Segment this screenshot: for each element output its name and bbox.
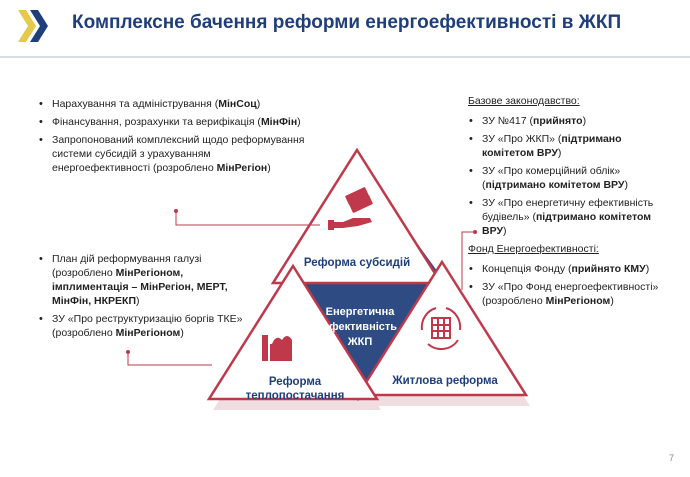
connector-bottom-left — [127, 352, 212, 366]
left-label-line2: теплопостачання — [245, 390, 345, 402]
left-label-line1: Реформа — [268, 376, 322, 388]
center-triangle — [290, 275, 440, 392]
center-label: Енергетична ефективність ЖКП — [310, 305, 410, 350]
slide-header: Комплексне бачення реформи енергоефектив… — [0, 0, 690, 58]
list-item: ЗУ «Про Фонд енергоефективності» (розроб… — [468, 280, 673, 308]
left-top-list: Нарахування та адміністрування (МінСоц) … — [38, 97, 308, 179]
left-triangle-label: Реформа теплопостачання — [240, 375, 350, 403]
center-line2: ефективність — [322, 321, 398, 333]
list-item: Концепція Фонду (прийнято КМУ) — [468, 262, 673, 276]
legislation-heading: Базове законодавство: — [468, 95, 580, 107]
logo-chevrons-icon — [18, 10, 48, 42]
list-item: ЗУ «Про ЖКП» (підтримано комітетом ВРУ) — [468, 132, 673, 160]
building-recycle-icon — [420, 307, 462, 351]
center-line1: Енергетична — [325, 306, 395, 318]
list-item: ЗУ «Про реструктуризацію боргів ТКЕ» (ро… — [38, 312, 253, 340]
hand-money-icon — [328, 187, 373, 230]
list-item: ЗУ №417 (прийнято) — [468, 114, 673, 128]
connector-top-left — [175, 211, 320, 226]
legislation-list: ЗУ №417 (прийнято) ЗУ «Про ЖКП» (підтрим… — [468, 114, 673, 238]
right-triangle-label: Житлова реформа — [392, 375, 498, 387]
top-triangle-label: Реформа субсидій — [303, 257, 411, 269]
connector-dot-2 — [126, 350, 130, 354]
left-bottom-list: План дій реформування галузі (розроблено… — [38, 252, 253, 344]
list-item: Нарахування та адміністрування (МінСоц) — [38, 97, 308, 111]
list-item: ЗУ «Про комерційний облік» (підтримано к… — [468, 164, 673, 192]
list-item: Фінансування, розрахунки та верифікація … — [38, 115, 308, 129]
header-divider — [0, 56, 690, 58]
list-item: Запропонований комплексний щодо реформув… — [38, 133, 308, 175]
page-title: Комплексне бачення реформи енергоефектив… — [72, 12, 622, 33]
center-line3: ЖКП — [347, 336, 373, 348]
top-triangle — [270, 147, 444, 285]
right-legislation-block: Базове законодавство: ЗУ №417 (прийнято)… — [468, 94, 673, 312]
list-item: План дій реформування галузі (розроблено… — [38, 252, 253, 308]
page-number: 7 — [668, 453, 674, 463]
list-item: ЗУ «Про енергетичну ефективність будівел… — [468, 196, 673, 238]
fund-heading: Фонд Енергоефективності: — [468, 243, 599, 255]
fund-list: Концепція Фонду (прийнято КМУ) ЗУ «Про Ф… — [468, 262, 673, 308]
factory-icon — [262, 335, 292, 361]
connector-dot-1 — [174, 209, 178, 213]
right-triangle — [355, 259, 529, 397]
